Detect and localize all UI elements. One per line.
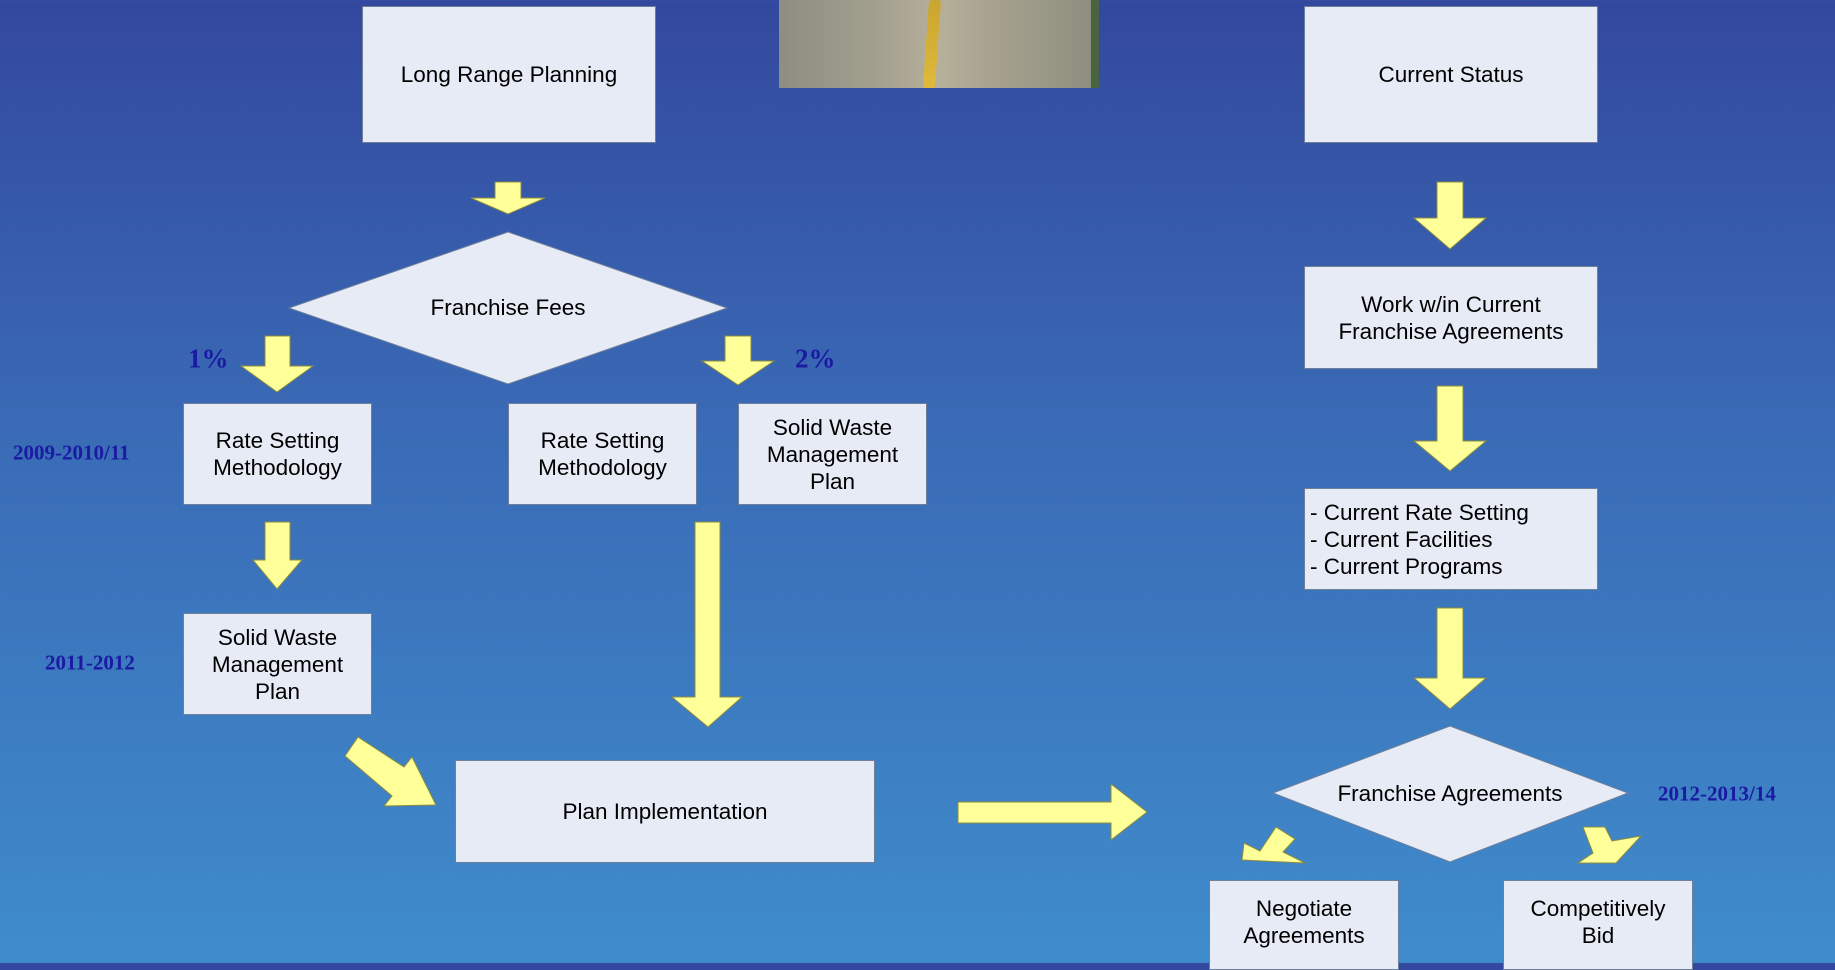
arrow-down-1pct <box>239 335 315 393</box>
franchise-fees-label: Franchise Fees <box>430 295 586 320</box>
arrow-down-planning-to-fees <box>470 181 546 215</box>
solid-waste-plan-box-1pct: Solid Waste Management Plan <box>183 613 372 715</box>
work-within-agreements-box: Work w/in Current Franchise Agreements <box>1304 266 1598 369</box>
competitively-bid-box: Competitively Bid <box>1503 880 1693 970</box>
year-label-2011: 2011-2012 <box>45 650 135 675</box>
current-list-box: - Current Rate Setting - Current Facilit… <box>1304 488 1598 590</box>
current-status-box: Current Status <box>1304 6 1598 143</box>
one-percent-label: 1% <box>188 343 229 374</box>
year-label-2009: 2009-2010/11 <box>13 440 130 465</box>
franchise-fees-diamond <box>287 231 729 385</box>
two-percent-label: 2% <box>795 343 836 374</box>
franchise-agreements-label: Franchise Agreements <box>1337 781 1563 806</box>
arrow-to-negotiate <box>1241 826 1306 864</box>
arrow-down-2pct <box>700 335 776 386</box>
plan-implementation-box: Plan Implementation <box>455 760 875 863</box>
arrow-down-rate-to-solid <box>251 521 304 590</box>
year-label-2012: 2012-2013/14 <box>1658 781 1776 806</box>
arrow-down-work-to-list <box>1412 385 1488 472</box>
arrow-down-list-to-agreements <box>1412 607 1488 710</box>
rate-setting-box-2pct: Rate Setting Methodology <box>508 403 697 505</box>
negotiate-agreements-box: Negotiate Agreements <box>1209 880 1399 970</box>
arrow-right-to-franchise-agreements <box>957 782 1148 842</box>
franchise-agreements-diamond <box>1271 725 1630 863</box>
arrow-diagonal-to-impl <box>344 736 437 807</box>
arrow-to-competitive-bid <box>1576 826 1643 864</box>
rate-setting-box-1pct: Rate Setting Methodology <box>183 403 372 505</box>
road-edge <box>1091 0 1099 88</box>
arrow-down-solid-to-impl <box>670 521 744 728</box>
solid-waste-plan-box-2pct: Solid Waste Management Plan <box>738 403 927 505</box>
arrow-down-status-to-work <box>1412 181 1488 250</box>
road-photo <box>779 0 1099 88</box>
long-range-planning-box: Long Range Planning <box>362 6 656 143</box>
